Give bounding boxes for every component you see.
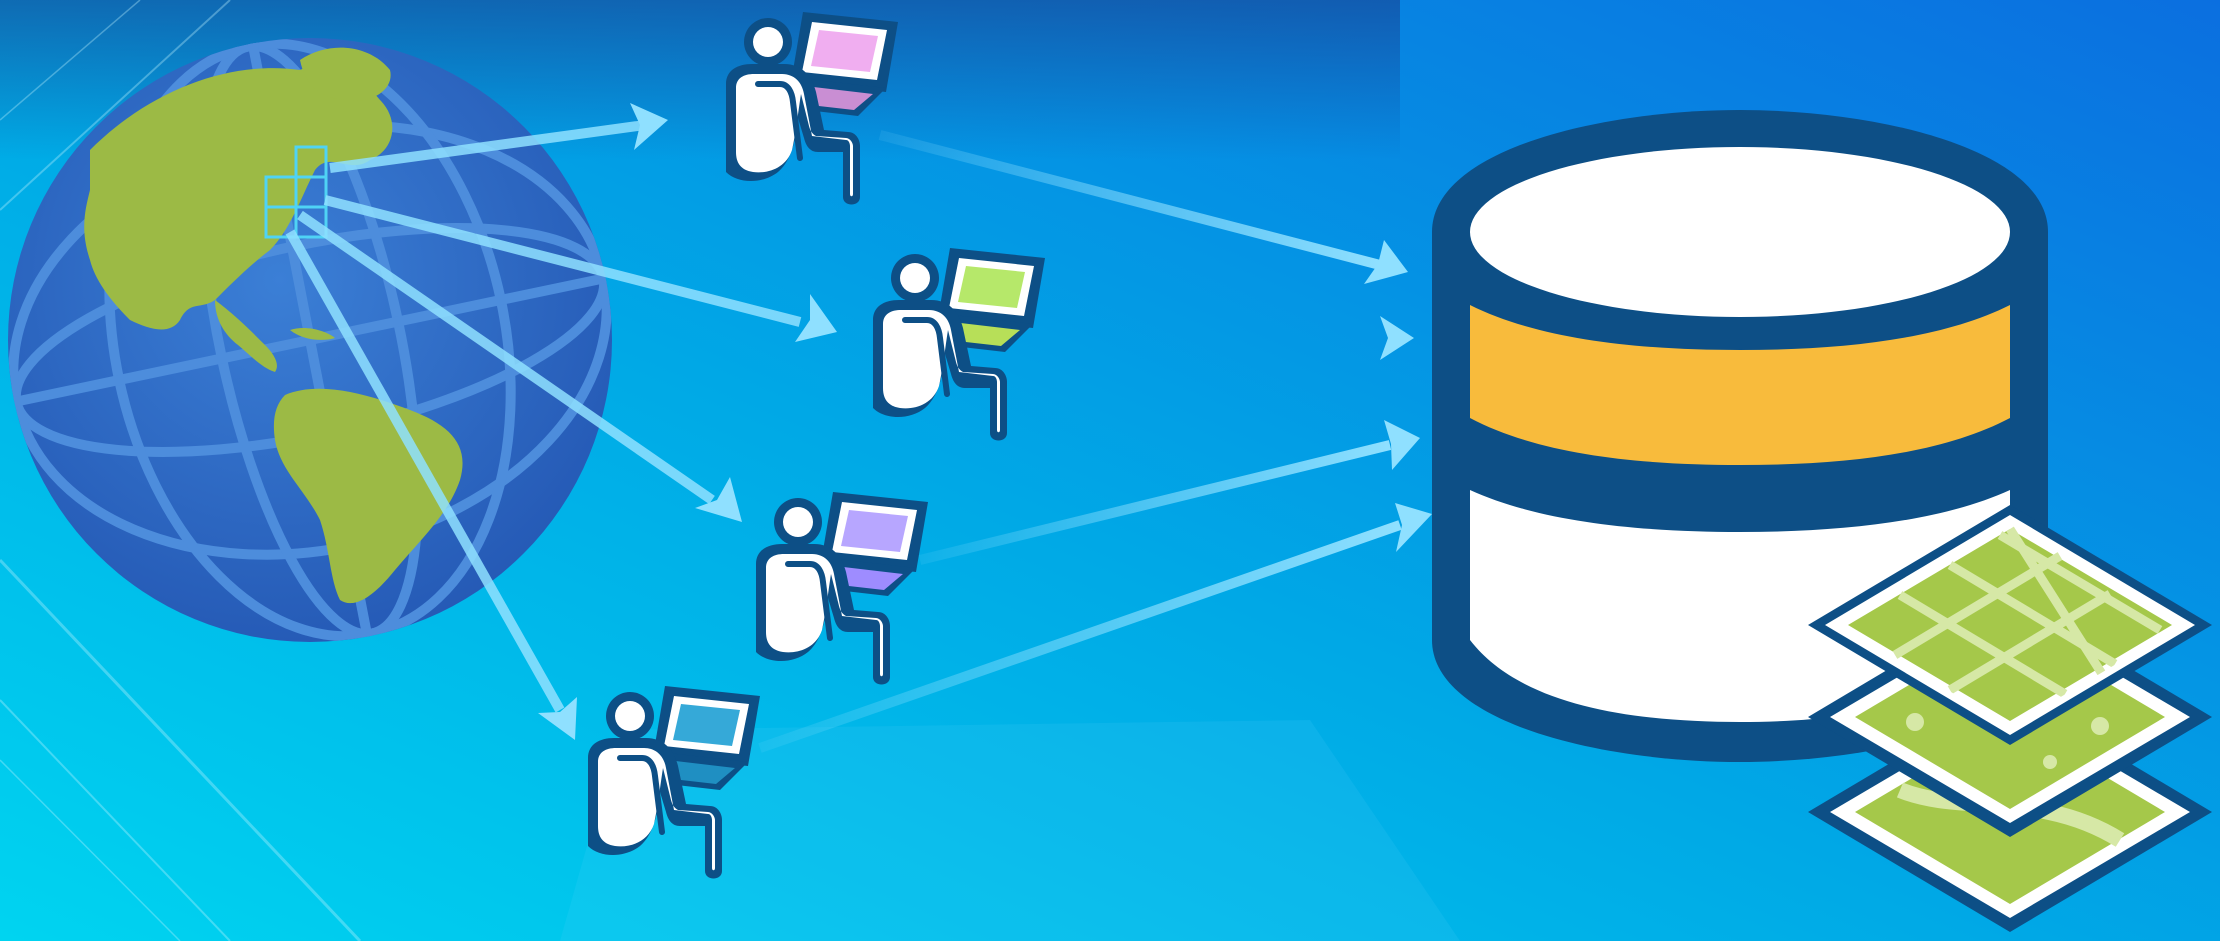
distribution-arrows <box>285 103 837 740</box>
arrow-user-3-to-database <box>918 420 1420 565</box>
continents <box>84 47 463 604</box>
globe-icon <box>8 38 612 642</box>
laptop-icon <box>784 492 928 596</box>
database-top <box>1470 147 2010 317</box>
background-glow-panel <box>560 720 1460 941</box>
arrow-user-4-to-database <box>758 503 1432 753</box>
north-america <box>84 64 393 330</box>
arrow-globe-to-user-3 <box>297 210 742 522</box>
background-light-streaks <box>0 0 362 941</box>
arrow-globe-to-user-2 <box>323 195 837 342</box>
person-icon <box>726 18 860 205</box>
user-2 <box>873 248 1045 441</box>
users <box>588 12 1045 879</box>
central-america <box>215 300 277 372</box>
arrow-user-2-to-database <box>1040 316 1414 360</box>
map-tile-stack-icon <box>1808 505 2212 932</box>
map-tile-top <box>1808 505 2212 745</box>
caribbean-islands <box>290 327 335 340</box>
south-america <box>273 388 463 604</box>
person-icon <box>756 498 890 685</box>
greenland <box>300 47 391 101</box>
user-1 <box>726 12 898 205</box>
arrow-user-1-to-database <box>878 130 1408 284</box>
database-band <box>1470 305 2010 465</box>
arrow-globe-to-user-4 <box>285 229 577 740</box>
grid-extent-marker <box>264 145 328 239</box>
user-3 <box>756 492 928 685</box>
upload-arrows <box>758 130 1432 753</box>
arrow-globe-to-user-1 <box>329 103 668 173</box>
person-icon <box>588 692 722 879</box>
person-icon <box>873 254 1007 441</box>
user-4 <box>588 686 760 879</box>
